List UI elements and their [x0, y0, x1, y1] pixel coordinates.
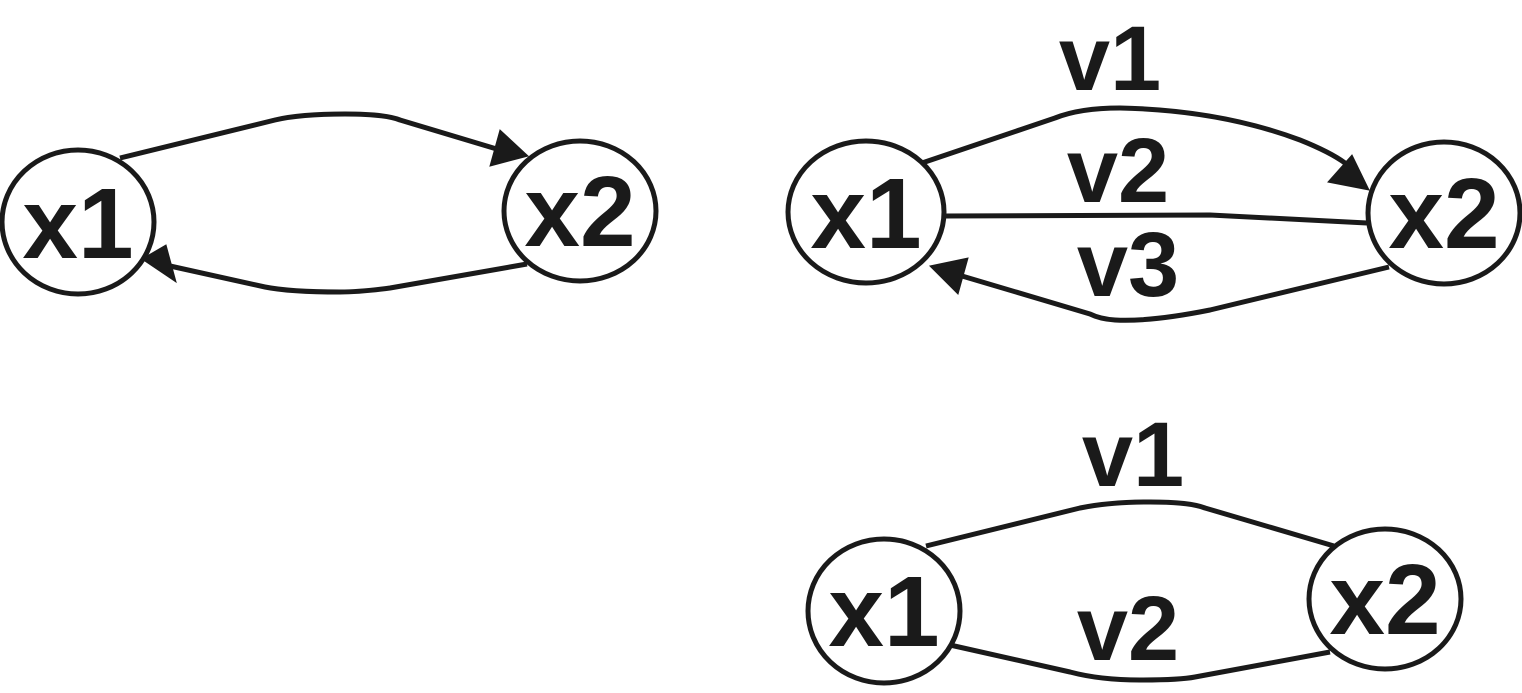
node-x2: x2	[1365, 139, 1522, 287]
node-x2-label: x2	[1329, 544, 1440, 656]
edge-label-v1: v1	[1059, 8, 1161, 110]
edge-label-v3: v3	[1077, 214, 1179, 316]
arrowhead-v1	[1327, 154, 1370, 191]
edge-x1-to-x2	[119, 111, 501, 161]
node-x2: x2	[1306, 526, 1464, 672]
edge-v2	[943, 212, 1368, 226]
edge-label-v1: v1	[1082, 404, 1184, 506]
arrowhead-x2-to-x1	[141, 244, 177, 284]
node-x1-label: x1	[22, 168, 133, 280]
node-x1-label: x1	[810, 158, 921, 270]
node-x2-ellipse	[1306, 526, 1464, 672]
edge-v1	[921, 105, 1347, 166]
diagram-one: x1 x2	[0, 111, 659, 297]
node-x1-ellipse	[805, 536, 963, 686]
node-x1: x1	[805, 536, 963, 686]
arrowhead-v3	[928, 257, 969, 295]
edge-v1	[925, 499, 1335, 549]
node-x1-label: x1	[828, 556, 939, 668]
edge-v3	[961, 264, 1390, 323]
node-x2-ellipse	[1365, 139, 1522, 287]
edge-x2-to-x1	[169, 261, 528, 295]
node-x1-ellipse	[785, 138, 947, 286]
node-x2: x2	[501, 138, 659, 284]
diagram-three: v1 v2 x1 x2	[805, 404, 1464, 686]
diagram-two: v1 v2 v3 x1 x2	[785, 8, 1522, 323]
edge-label-v2: v2	[1077, 578, 1179, 680]
node-x1-ellipse	[0, 147, 157, 297]
node-x1: x1	[785, 138, 947, 286]
node-x2-label: x2	[1388, 158, 1499, 270]
node-x2-ellipse	[501, 138, 659, 284]
edge-label-v2: v2	[1067, 120, 1169, 222]
node-x2-label: x2	[524, 156, 635, 268]
arrowhead-x1-to-x2	[489, 129, 530, 167]
node-x1: x1	[0, 147, 157, 297]
edge-v2	[949, 642, 1331, 683]
